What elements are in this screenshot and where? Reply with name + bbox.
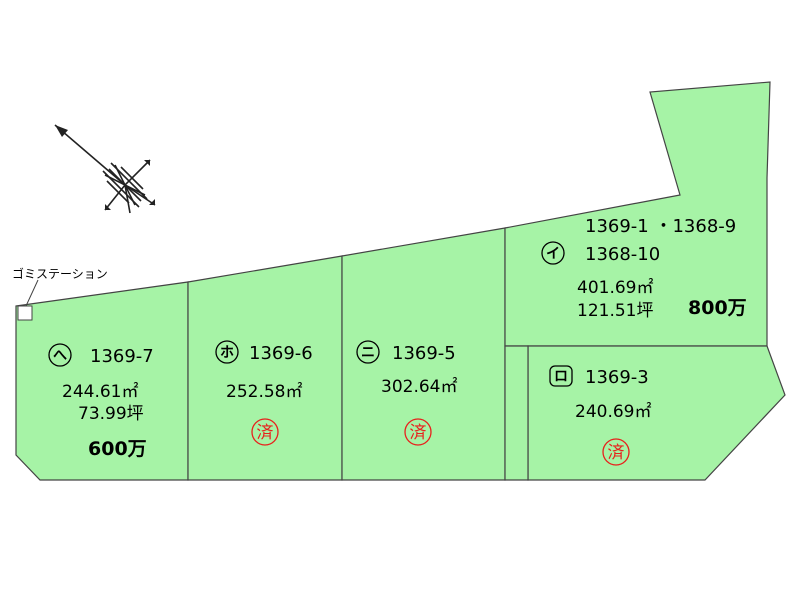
lot-polygons (15, 81, 786, 481)
parcel-number-ho: 1369-6 (249, 343, 313, 364)
garbage-station-box (17, 305, 33, 321)
compass-rose-icon (54, 124, 156, 214)
lot-ni: ニ 1369-5 302.64㎡ 済 (356, 340, 457, 446)
area-tsubo-he: 73.99坪 (78, 404, 144, 424)
area-m2-ho: 252.58㎡ (226, 382, 302, 402)
lot-marker-label-ni: ニ (361, 345, 375, 361)
lot-marker-i (541, 241, 565, 265)
parcel-number-i-line2: 1368-10 (585, 244, 660, 265)
lot-marker-ro (549, 365, 573, 387)
area-m2-ni: 302.64㎡ (381, 377, 457, 397)
lot-marker-ho (215, 340, 239, 364)
area-m2-ro: 240.69㎡ (575, 402, 651, 422)
area-tsubo-i: 121.51坪 (577, 301, 653, 321)
sold-mark-ro (602, 438, 630, 466)
lot-marker-label-i: イ (546, 246, 560, 262)
sold-mark-ni (404, 418, 432, 446)
lot-marker-he (48, 343, 72, 367)
lot-he: へ 1369-7 244.61㎡ 73.99坪 600万 (48, 343, 154, 460)
area-m2-he: 244.61㎡ (62, 382, 138, 402)
lot-polygon-he[interactable] (15, 281, 189, 481)
lot-polygon-strip (504, 345, 529, 481)
lot-marker-ni (356, 340, 380, 364)
lot-ro: ロ 1369-3 240.69㎡ 済 (549, 365, 651, 466)
garbage-station: ゴミステーション (12, 266, 108, 321)
lot-marker-label-he: へ (53, 348, 67, 364)
area-m2-i: 401.69㎡ (577, 278, 653, 298)
lot-ho: ホ 1369-6 252.58㎡ 済 (215, 340, 313, 446)
lot-marker-label-ho: ホ (220, 345, 234, 361)
price-i: 800万 (688, 297, 747, 319)
parcel-number-he: 1369-7 (90, 346, 154, 367)
parcel-number-ro: 1369-3 (585, 367, 649, 388)
parcel-number-ni: 1369-5 (392, 343, 456, 364)
garbage-station-leader (25, 279, 39, 307)
sold-mark-label-ro: 済 (608, 443, 625, 463)
sold-mark-ho (251, 418, 279, 446)
price-he: 600万 (88, 438, 147, 460)
sold-mark-label-ho: 済 (257, 423, 274, 443)
sold-mark-label-ni: 済 (410, 423, 427, 443)
lot-polygon-ho[interactable] (187, 255, 343, 481)
lot-marker-label-ro: ロ (554, 369, 568, 385)
lot-i: 1369-1 ・1368-9 イ 1368-10 401.69㎡ 121.51坪… (541, 216, 747, 321)
parcel-number-i-line1: 1369-1 ・1368-9 (585, 216, 736, 237)
garbage-station-label: ゴミステーション (12, 266, 108, 281)
